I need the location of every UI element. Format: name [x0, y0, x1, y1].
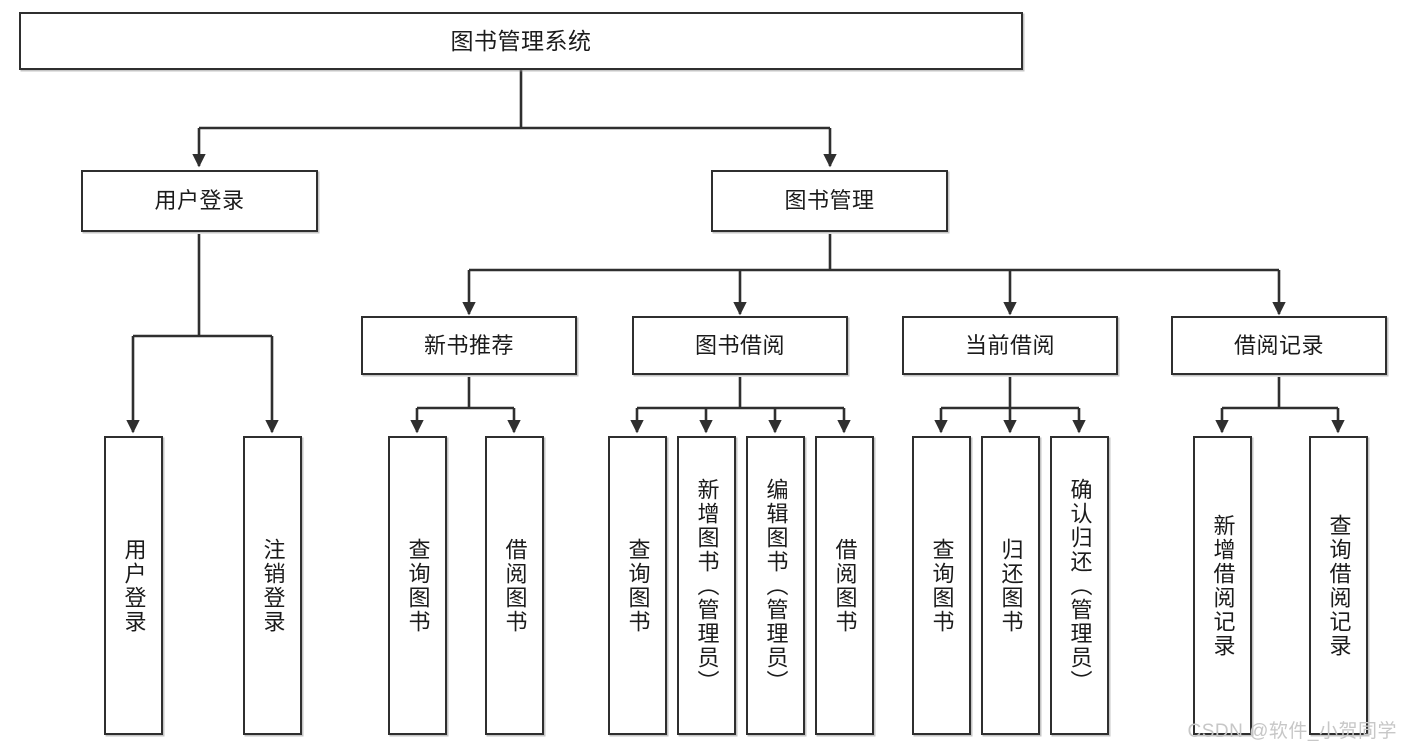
- node-book-manage-label: 图书管理: [784, 188, 875, 214]
- node-new-book-recommend[interactable]: 新书推荐: [361, 316, 577, 375]
- node-borrow-record-label: 借阅记录: [1233, 332, 1324, 358]
- leaf-confirm-return[interactable]: 确认归还（管理员）: [1050, 436, 1109, 735]
- node-new-book-recommend-label: 新书推荐: [423, 332, 514, 358]
- leaf-query-book-2-label: 查询图书: [625, 537, 651, 634]
- leaf-borrow-book-1[interactable]: 借阅图书: [485, 436, 544, 735]
- node-current-borrow[interactable]: 当前借阅: [902, 316, 1118, 375]
- leaf-query-book-1[interactable]: 查询图书: [388, 436, 447, 735]
- leaf-borrow-book-1-label: 借阅图书: [502, 537, 528, 634]
- watermark: CSDN @软件_小贺同学: [1187, 721, 1397, 742]
- leaf-return-book[interactable]: 归还图书: [981, 436, 1040, 735]
- leaf-query-book-2[interactable]: 查询图书: [608, 436, 667, 735]
- leaf-add-book-label: 新增图书（管理员）: [694, 477, 720, 694]
- node-root[interactable]: 图书管理系统: [19, 12, 1023, 70]
- leaf-edit-book[interactable]: 编辑图书（管理员）: [746, 436, 805, 735]
- leaf-query-book-1-label: 查询图书: [405, 537, 431, 634]
- leaf-add-record[interactable]: 新增借阅记录: [1193, 436, 1252, 735]
- node-user-login[interactable]: 用户登录: [81, 170, 318, 232]
- node-root-label: 图书管理系统: [450, 27, 592, 54]
- leaf-query-book-3-label: 查询图书: [929, 537, 955, 634]
- node-current-borrow-label: 当前借阅: [964, 332, 1055, 358]
- node-user-login-label: 用户登录: [154, 188, 245, 214]
- node-borrow-record[interactable]: 借阅记录: [1171, 316, 1387, 375]
- node-book-borrow-label: 图书借阅: [694, 332, 785, 358]
- leaf-query-book-3[interactable]: 查询图书: [912, 436, 971, 735]
- node-book-manage[interactable]: 图书管理: [711, 170, 948, 232]
- leaf-query-record-label: 查询借阅记录: [1326, 513, 1352, 658]
- leaf-add-book[interactable]: 新增图书（管理员）: [677, 436, 736, 735]
- leaf-logout-login-label: 注销登录: [260, 537, 286, 634]
- leaf-borrow-book-2-label: 借阅图书: [832, 537, 858, 634]
- leaf-logout-login[interactable]: 注销登录: [243, 436, 302, 735]
- leaf-add-record-label: 新增借阅记录: [1210, 513, 1236, 658]
- leaf-borrow-book-2[interactable]: 借阅图书: [815, 436, 874, 735]
- leaf-edit-book-label: 编辑图书（管理员）: [763, 477, 789, 694]
- node-book-borrow[interactable]: 图书借阅: [632, 316, 848, 375]
- leaf-user-login-label: 用户登录: [121, 537, 147, 634]
- leaf-confirm-return-label: 确认归还（管理员）: [1067, 477, 1093, 694]
- leaf-query-record[interactable]: 查询借阅记录: [1309, 436, 1368, 735]
- leaf-return-book-label: 归还图书: [998, 537, 1024, 634]
- leaf-user-login[interactable]: 用户登录: [104, 436, 163, 735]
